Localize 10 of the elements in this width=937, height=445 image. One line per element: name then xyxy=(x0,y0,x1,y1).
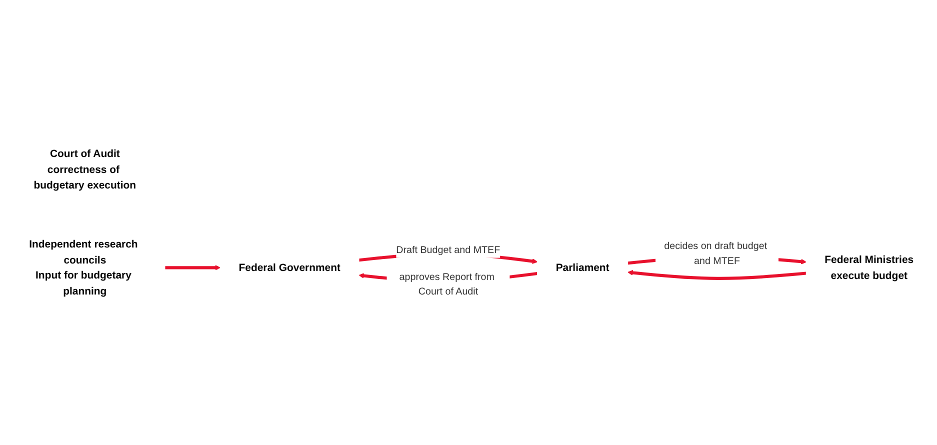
edge-label: approves Report from Court of Audit xyxy=(399,272,494,298)
node-text: Independent research councils Input for budgetary planning xyxy=(29,238,138,297)
node-text: Federal Government xyxy=(238,262,340,274)
edge-label: Draft Budget and MTEF xyxy=(396,244,500,256)
edge-label: decides on draft budget and MTEF xyxy=(664,241,768,266)
arrow xyxy=(164,264,221,270)
node-text: Federal Ministries execute budget xyxy=(824,254,914,282)
node-text: Court of Audit correctness of budgetary execution xyxy=(34,148,136,191)
node-text: Parliament xyxy=(556,262,610,274)
arrow xyxy=(628,270,806,280)
